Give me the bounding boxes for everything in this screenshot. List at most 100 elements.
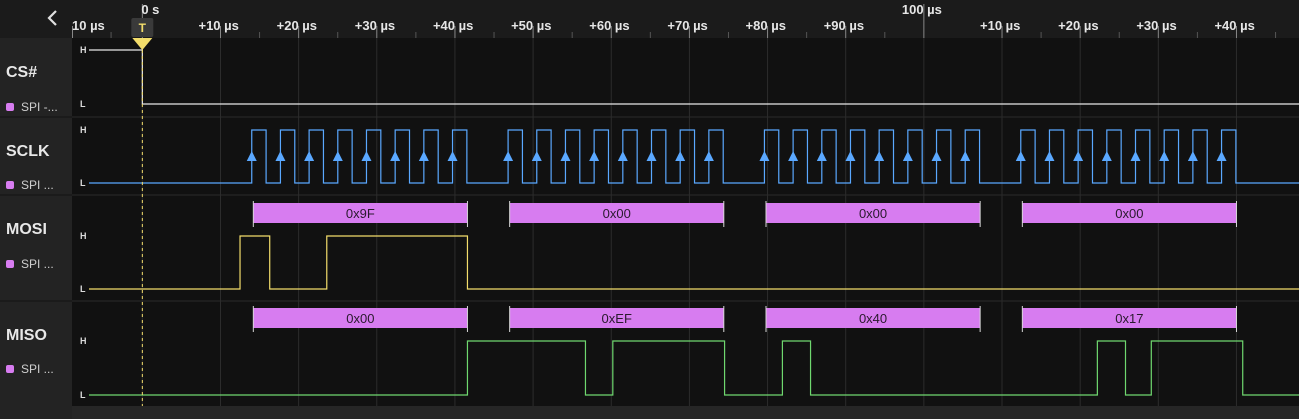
rising-edge-marker (931, 151, 942, 161)
level-low-label: L (80, 390, 86, 400)
ruler-label: +20 µs (1058, 18, 1098, 33)
channel-row-miso[interactable]: MISO SPI ... (0, 302, 72, 406)
rising-edge-marker (1044, 151, 1055, 161)
miso-frame[interactable]: 0x00 (252, 306, 468, 332)
rising-edge-marker (275, 151, 286, 161)
rising-edge-marker (560, 151, 571, 161)
rising-edge-marker (1101, 151, 1112, 161)
miso-frame[interactable]: 0x17 (1021, 306, 1237, 332)
rising-edge-marker (788, 151, 799, 161)
rising-edge-marker (759, 151, 770, 161)
rising-edge-marker (589, 151, 600, 161)
miso-frame-box[interactable] (1022, 308, 1237, 328)
rising-edge-marker (646, 151, 657, 161)
analyzer-tag-sclk[interactable]: SPI ... (6, 178, 54, 192)
channel-name-cs: CS# (6, 64, 38, 81)
mosi-frame-box[interactable] (1022, 203, 1237, 223)
waveform-plot[interactable]: 10 µs +10 µs +20 µs +30 µs +40 µs +50 µs +60 µ… (72, 0, 1299, 419)
analyzer-tag-miso[interactable]: SPI ... (6, 362, 54, 376)
rising-edge-marker (960, 151, 971, 161)
chevron-left-icon[interactable] (44, 7, 62, 29)
rising-edge-marker (617, 151, 628, 161)
miso-trace[interactable] (89, 340, 1299, 396)
rising-edge-marker (332, 151, 343, 161)
row-separator (72, 116, 1299, 118)
miso-frame-label: 0x00 (346, 311, 374, 326)
miso-frame-box[interactable] (509, 308, 724, 328)
miso-frame[interactable]: 0x40 (765, 306, 981, 332)
mosi-frame-box[interactable] (509, 203, 724, 223)
rising-edge-marker (390, 151, 401, 161)
channel-row-sclk[interactable]: SCLK SPI ... (0, 118, 72, 196)
analyzer-color-swatch (6, 181, 14, 189)
rising-edge-marker (246, 151, 257, 161)
ruler-major-label: 0 s (141, 2, 159, 17)
rising-edge-marker (418, 151, 429, 161)
mosi-frame-label: 0x00 (603, 206, 631, 221)
ruler-label: +30 µs (355, 18, 395, 33)
miso-frame-box[interactable] (765, 308, 981, 328)
rising-edge-marker (845, 151, 856, 161)
ruler-label: +30 µs (1136, 18, 1176, 33)
ruler-label: +20 µs (277, 18, 317, 33)
channel-name-mosi: MOSI (6, 221, 47, 238)
mosi-frame[interactable]: 0x00 (509, 201, 725, 227)
ruler-label: +50 µs (511, 18, 551, 33)
channel-row-cs[interactable]: CS# SPI -... (0, 38, 72, 118)
rising-edge-marker (531, 151, 542, 161)
level-low-label: L (80, 99, 86, 109)
rising-edge-marker (902, 151, 913, 161)
trigger-pointer-icon[interactable] (132, 38, 153, 50)
ruler-label: 10 µs (72, 18, 105, 33)
rising-edge-marker (1159, 151, 1170, 161)
ruler-label: +70 µs (667, 18, 707, 33)
level-high-label: H (80, 45, 87, 55)
analyzer-color-swatch (6, 365, 14, 373)
miso-frame-label: 0x40 (859, 311, 887, 326)
rising-edge-marker (1187, 151, 1198, 161)
ruler-label: +60 µs (589, 18, 629, 33)
channel-row-mosi[interactable]: MOSI SPI ... (0, 196, 72, 302)
mosi-frame-box[interactable] (765, 203, 981, 223)
sidebar-header (0, 0, 72, 38)
rising-edge-marker (503, 151, 514, 161)
channel-name-miso: MISO (6, 327, 47, 344)
row-separator (72, 194, 1299, 196)
mosi-trace[interactable] (89, 235, 1299, 290)
scroll-track[interactable] (72, 406, 1299, 419)
ruler-label: +10 µs (198, 18, 238, 33)
trigger-badge[interactable] (131, 18, 154, 37)
analyzer-color-swatch (6, 103, 14, 111)
mosi-frame-label: 0x9F (346, 206, 375, 221)
level-high-label: H (80, 231, 87, 241)
miso-frame-label: 0xEF (602, 311, 632, 326)
ruler-label: +40 µs (1214, 18, 1254, 33)
mosi-frame-box[interactable] (253, 203, 468, 223)
miso-frame-box[interactable] (253, 308, 468, 328)
miso-frame[interactable]: 0xEF (509, 306, 725, 332)
rising-edge-marker (1216, 151, 1227, 161)
rising-edge-marker (361, 151, 372, 161)
rising-edge-marker (304, 151, 315, 161)
analyzer-tag-mosi[interactable]: SPI ... (6, 257, 54, 271)
mosi-frame[interactable]: 0x9F (252, 201, 468, 227)
analyzer-color-swatch (6, 260, 14, 268)
ruler-label: +80 µs (746, 18, 786, 33)
rising-edge-marker (816, 151, 827, 161)
rising-edge-marker (675, 151, 686, 161)
level-high-label: H (80, 125, 87, 135)
row-separator (72, 300, 1299, 302)
level-low-label: L (80, 178, 86, 188)
ruler-major-label: 100 µs (902, 2, 942, 17)
level-low-label: L (80, 284, 86, 294)
ruler-label: +40 µs (433, 18, 473, 33)
channel-name-sclk: SCLK (6, 143, 50, 160)
analyzer-tag-cs[interactable]: SPI -... (6, 100, 58, 114)
level-high-label: H (80, 336, 87, 346)
trigger-label: T (139, 21, 147, 35)
mosi-frame[interactable]: 0x00 (1021, 201, 1237, 227)
mosi-frame[interactable]: 0x00 (765, 201, 981, 227)
ruler-label: +10 µs (980, 18, 1020, 33)
rising-edge-marker (447, 151, 458, 161)
rising-edge-marker (1015, 151, 1026, 161)
